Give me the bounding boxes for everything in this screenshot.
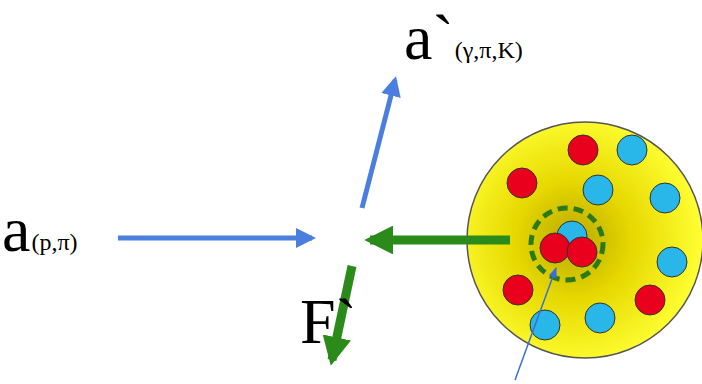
nucleons xyxy=(503,135,687,340)
leader-line xyxy=(515,268,556,380)
particle-label: a` xyxy=(404,6,454,70)
incident-arrow xyxy=(118,236,312,241)
particle-subscript: (γ,π,K) xyxy=(455,38,523,62)
particle-subscript: (p,π) xyxy=(31,230,77,254)
particle-label: a xyxy=(2,198,30,262)
cluster-outline xyxy=(531,208,603,280)
cluster-arrow xyxy=(370,236,510,245)
particle-label: F` xyxy=(300,290,357,354)
ejectile-arrow xyxy=(362,80,395,208)
